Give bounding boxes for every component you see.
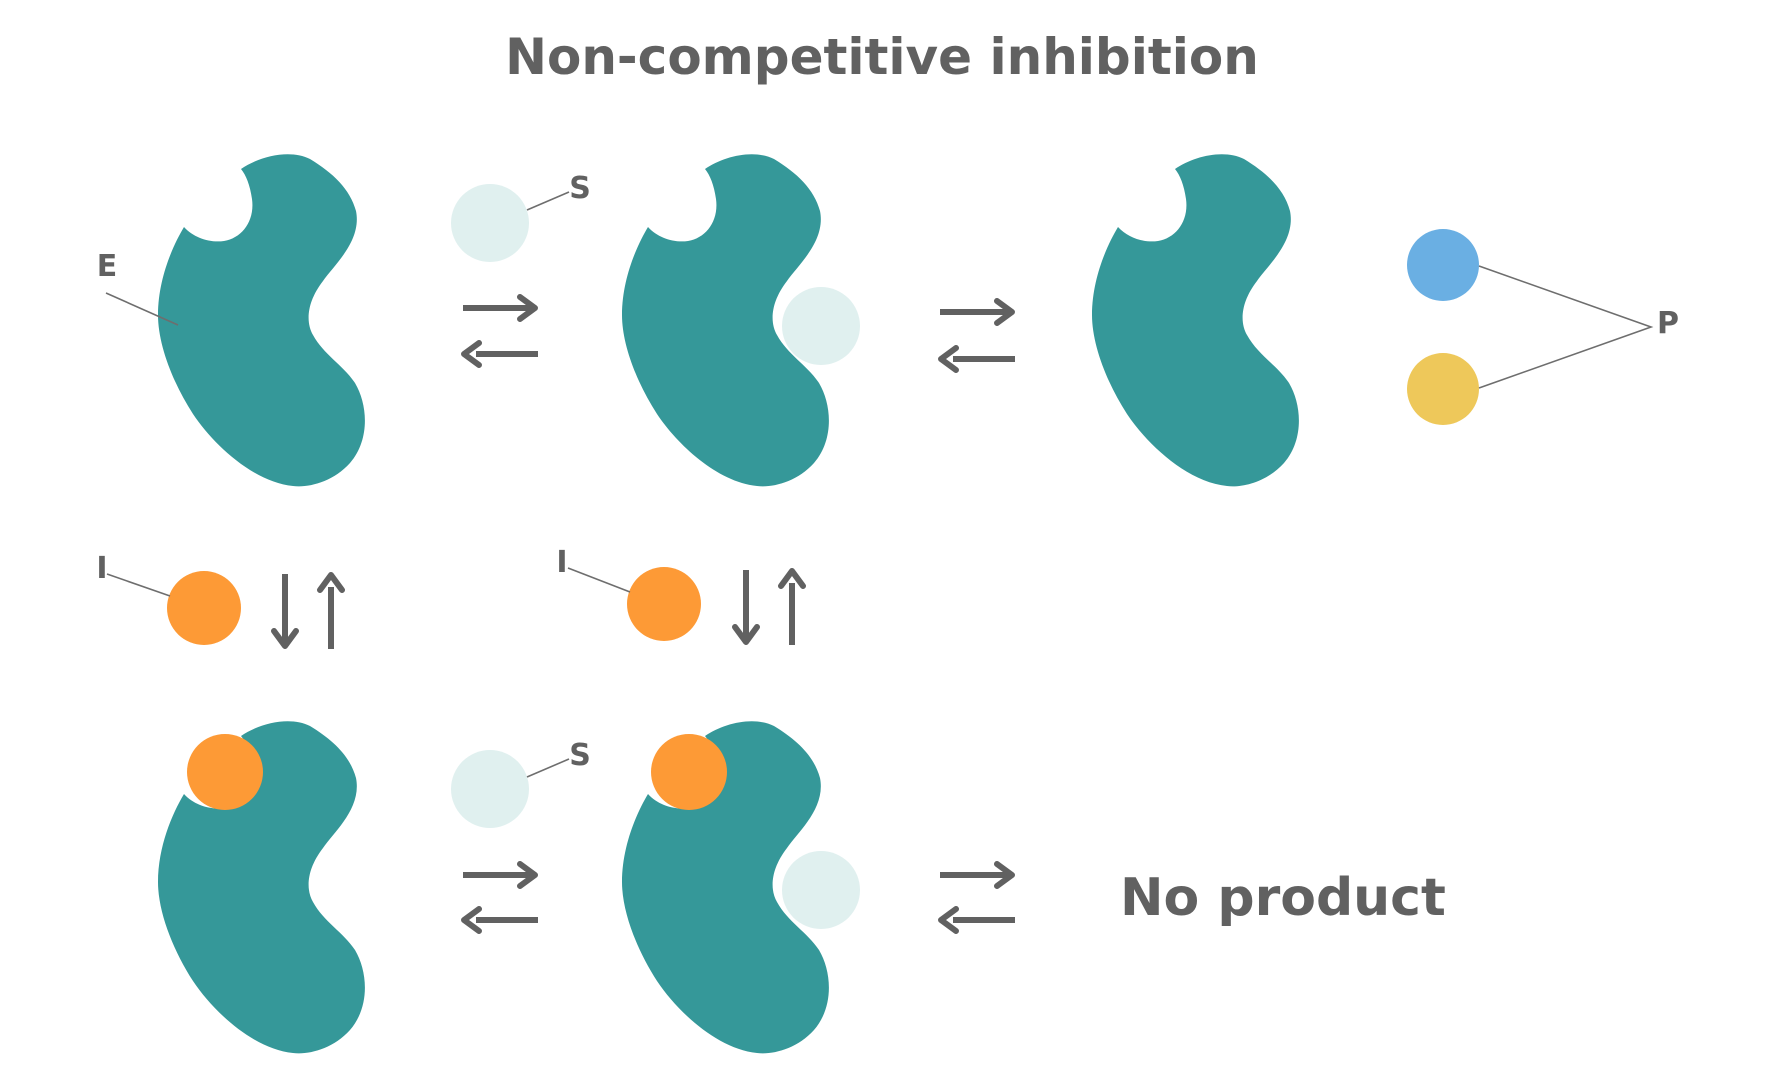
substrate-bound-top <box>782 287 860 365</box>
equilibrium-arrows-vertical-middle <box>732 568 806 645</box>
inhibitor-leader-line-left <box>106 573 171 597</box>
equilibrium-arrows-top-2 <box>938 298 1015 373</box>
substrate-label-bottom: S <box>569 738 591 773</box>
substrate-free-bottom <box>451 750 529 828</box>
no-product-text: No product <box>1120 868 1446 928</box>
inhibitor-bound-left <box>187 734 263 810</box>
inhibitor-free-middle <box>627 567 701 641</box>
substrate-bound-bottom <box>782 851 860 929</box>
equilibrium-arrows-vertical-left <box>271 572 345 649</box>
product-blue <box>1407 229 1479 301</box>
substrate-leader-line-bottom <box>526 758 570 778</box>
product-leader-lines <box>1478 265 1654 389</box>
product-label: P <box>1657 306 1679 341</box>
enzyme-label: E <box>97 249 118 284</box>
substrate-label-top: S <box>569 171 591 206</box>
equilibrium-arrows-bottom-1 <box>461 861 538 934</box>
equilibrium-arrows-top-1 <box>461 294 538 368</box>
inhibitor-label-left: I <box>96 551 107 586</box>
enzyme-free <box>158 154 365 487</box>
equilibrium-arrows-bottom-2 <box>938 861 1015 934</box>
inhibitor-label-middle: I <box>556 545 567 580</box>
inhibitor-bound-middle <box>651 734 727 810</box>
diagram-title: Non-competitive inhibition <box>505 28 1259 86</box>
inhibitor-free-left <box>167 571 241 645</box>
enzyme-released <box>1092 154 1299 487</box>
substrate-leader-line-top <box>526 191 570 211</box>
substrate-free-top <box>451 184 529 262</box>
inhibitor-leader-line-middle <box>567 567 631 593</box>
enzyme-leader-line <box>105 292 179 326</box>
product-yellow <box>1407 353 1479 425</box>
